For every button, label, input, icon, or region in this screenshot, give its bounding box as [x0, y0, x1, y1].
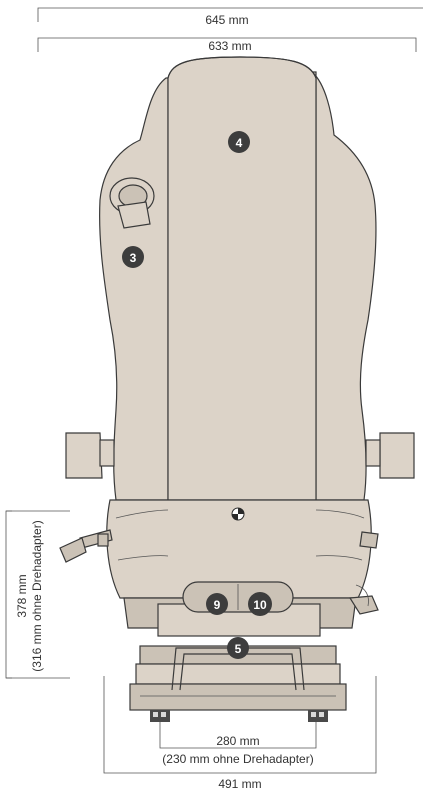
svg-text:9: 9: [214, 598, 221, 612]
left-side-bolster: [99, 77, 169, 501]
callout-10: 10: [248, 592, 272, 616]
rail-spacing-line2: (230 mm ohne Drehadapter): [162, 752, 313, 766]
svg-text:4: 4: [236, 136, 243, 150]
suspension-base: [129, 645, 347, 722]
right-seatbelt: [348, 531, 379, 615]
callout-5: 5: [227, 637, 249, 659]
height-dimension: 378 mm (316 mm ohne Drehadapter): [5, 510, 70, 679]
rail-spacing-dimension: 280 mm (230 mm ohne Drehadapter): [159, 722, 317, 766]
right-side-bolster: [310, 71, 377, 501]
left-armrest: [65, 432, 103, 479]
backrest-width-dimension: 633 mm: [37, 37, 417, 53]
svg-text:10: 10: [253, 598, 267, 612]
svg-text:5: 5: [235, 642, 242, 656]
backrest-width-label: 633 mm: [208, 39, 251, 53]
center-of-gravity-icon: [231, 507, 245, 521]
rail-spacing-line1: 280 mm: [216, 734, 259, 748]
svg-text:3: 3: [130, 251, 137, 265]
base-width-label: 491 mm: [218, 777, 261, 791]
callout-3: 3: [122, 246, 144, 268]
overall-width-label: 645 mm: [205, 13, 248, 27]
right-armrest: [379, 432, 415, 479]
callout-4: 4: [228, 131, 250, 153]
height-label-line1: 378 mm: [15, 574, 29, 617]
left-seatbelt: [59, 529, 113, 563]
backrest-center-panel: [167, 56, 317, 501]
height-label-line2: (316 mm ohne Drehadapter): [30, 520, 44, 671]
callout-9: 9: [206, 593, 228, 615]
lumbar-adjuster: [109, 177, 155, 229]
seat-illustration: [59, 56, 415, 722]
overall-width-dimension: 645 mm: [37, 7, 423, 27]
base-width-dimension: 491 mm: [103, 676, 377, 791]
